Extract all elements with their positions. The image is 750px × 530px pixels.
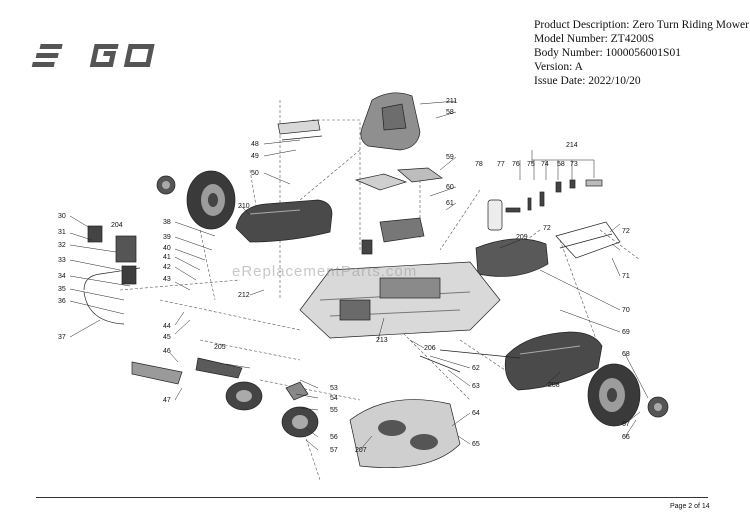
body-number: Body Number: 1000056001S01	[534, 47, 681, 59]
part-right-fender	[504, 331, 603, 391]
callout-212: 212	[238, 292, 250, 299]
part-battery-box	[379, 217, 425, 243]
callout-66: 66	[622, 434, 630, 441]
callout-67: 67	[622, 421, 630, 428]
callout-47: 47	[163, 397, 171, 404]
callout-58b: 58	[557, 161, 565, 168]
callout-71: 71	[622, 273, 630, 280]
callout-41: 41	[163, 254, 171, 261]
part-rear-tire-right	[587, 363, 641, 427]
callout-40: 40	[163, 245, 171, 252]
part-rear-bumper	[555, 221, 621, 259]
page-number: Page 2 of 14	[670, 503, 710, 510]
part-mower-deck	[349, 399, 461, 469]
issue-date: Issue Date: 2022/10/20	[534, 75, 641, 87]
callout-74: 74	[541, 161, 549, 168]
callout-54: 54	[330, 395, 338, 402]
part-hardware-set	[505, 179, 603, 213]
part-motor	[361, 239, 373, 255]
callout-68: 68	[622, 351, 630, 358]
callout-36: 36	[58, 298, 66, 305]
callout-206: 206	[424, 345, 436, 352]
model-number: Model Number: ZT4200S	[534, 33, 655, 45]
part-rear-tire-left	[186, 170, 236, 230]
part-cylinder	[487, 199, 503, 231]
callout-56: 56	[330, 434, 338, 441]
part-steering-lever	[83, 267, 141, 325]
callout-50: 50	[251, 170, 259, 177]
part-footrest	[131, 357, 243, 385]
callout-42: 42	[163, 264, 171, 271]
part-caster-wheel-front-right	[281, 406, 319, 438]
callout-205: 205	[214, 344, 226, 351]
part-seat-rail	[277, 119, 323, 141]
callout-38: 38	[163, 219, 171, 226]
callout-65: 65	[472, 441, 480, 448]
callout-207: 207	[355, 447, 367, 454]
callout-69: 69	[622, 329, 630, 336]
part-rear-cover	[475, 238, 549, 277]
callout-31: 31	[58, 229, 66, 236]
callout-76: 76	[512, 161, 520, 168]
callout-63: 63	[472, 383, 480, 390]
callout-73: 73	[570, 161, 578, 168]
watermark-text: eReplacementParts.com	[232, 263, 417, 280]
callout-64: 64	[472, 410, 480, 417]
ego-logo	[31, 44, 155, 67]
callout-75: 75	[527, 161, 535, 168]
callout-35: 35	[58, 286, 66, 293]
callout-62: 62	[472, 365, 480, 372]
callout-48: 48	[251, 141, 259, 148]
callout-59: 59	[446, 154, 454, 161]
callout-33: 33	[58, 257, 66, 264]
callout-32: 32	[58, 242, 66, 249]
callout-78: 78	[475, 161, 483, 168]
callout-58: 58	[446, 109, 454, 116]
footer-rule	[36, 497, 708, 498]
callout-43: 43	[163, 276, 171, 283]
callout-30: 30	[58, 213, 66, 220]
part-left-fender	[235, 199, 333, 243]
part-seat	[360, 92, 421, 151]
part-control-module	[87, 225, 137, 285]
callout-37: 37	[58, 334, 66, 341]
callout-60: 60	[446, 184, 454, 191]
part-seat-bracket	[354, 167, 443, 191]
callout-210: 210	[238, 203, 250, 210]
callout-45: 45	[163, 334, 171, 341]
callout-34: 34	[58, 273, 66, 280]
part-hub-right	[647, 396, 669, 418]
product-description: Product Description: Zero Turn Riding Mo…	[534, 19, 749, 31]
callout-49: 49	[251, 153, 259, 160]
callout-72b: 72	[622, 228, 630, 235]
callout-46: 46	[163, 348, 171, 355]
version: Version: A	[534, 61, 583, 73]
callout-208: 208	[548, 382, 560, 389]
callout-213: 213	[376, 337, 388, 344]
part-caster-wheel-front-left	[225, 381, 263, 411]
part-caster-fork	[285, 381, 309, 401]
callout-209: 209	[516, 234, 528, 241]
callout-211: 211	[446, 98, 457, 105]
callout-204: 204	[111, 222, 123, 229]
part-linkage	[419, 349, 521, 373]
part-hub-left	[156, 175, 176, 195]
callout-77: 77	[497, 161, 505, 168]
callout-numbers: 30 204 31 32 33 34 35 36 37 38 39 40 41 …	[58, 98, 630, 454]
part-frame	[299, 261, 501, 339]
leader-lines	[69, 100, 649, 451]
callout-55: 55	[330, 407, 338, 414]
callout-44: 44	[163, 323, 171, 330]
callout-72: 72	[543, 225, 551, 232]
callout-39: 39	[163, 234, 171, 241]
callout-57: 57	[330, 447, 338, 454]
callout-61: 61	[446, 200, 454, 207]
callout-70: 70	[622, 307, 630, 314]
callout-214: 214	[566, 142, 578, 149]
callout-53: 53	[330, 385, 338, 392]
